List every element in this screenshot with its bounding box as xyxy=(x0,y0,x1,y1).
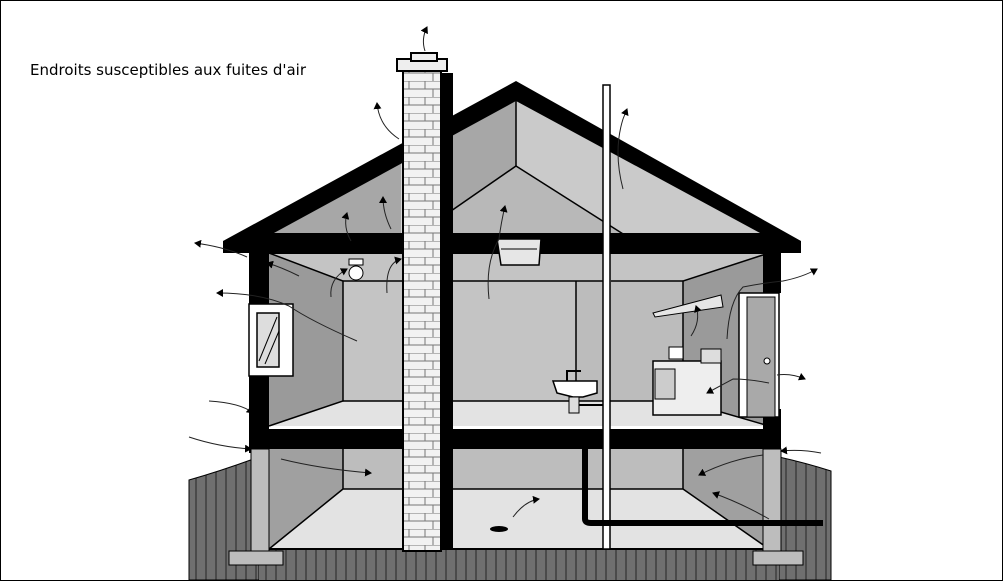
window xyxy=(248,303,294,377)
ceiling-light xyxy=(348,258,364,281)
basement xyxy=(268,449,770,550)
drain-pipe xyxy=(490,449,823,532)
attic-hatch xyxy=(496,238,542,266)
sink xyxy=(551,370,603,414)
door xyxy=(738,292,780,418)
diagram-title: Endroits susceptibles aux fuites d'air xyxy=(30,61,306,79)
attic xyxy=(263,101,771,240)
vent-stack xyxy=(602,84,611,550)
chimney xyxy=(396,52,453,552)
ground xyxy=(188,456,832,580)
air-leak-arrows xyxy=(188,26,822,520)
